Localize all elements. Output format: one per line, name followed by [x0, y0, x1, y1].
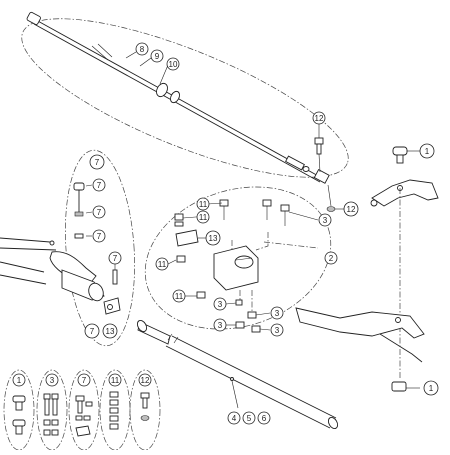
- callout-c-11-b: 11: [199, 213, 208, 222]
- legend-label-1: 1: [17, 376, 22, 385]
- callout-c-8: 8: [140, 45, 145, 54]
- handle-group-outline: [65, 149, 135, 347]
- callout-c-11-a: 11: [199, 200, 208, 209]
- rod-thread: [285, 155, 305, 171]
- mount-leaders: [167, 202, 319, 331]
- mount-block: [213, 232, 269, 291]
- mount-group-outline: [144, 186, 332, 330]
- knob-1-bottom: [391, 381, 420, 392]
- legend-label-12: 12: [141, 376, 150, 385]
- callout-c-7-f: 7: [90, 327, 95, 336]
- handle-parts: [73, 182, 121, 315]
- callout-c-12-top: 12: [315, 114, 324, 123]
- legend-label-3: 3: [50, 376, 55, 385]
- pin-12-top: [314, 124, 324, 173]
- hardware-legend: [3, 369, 161, 451]
- callout-c-5: 5: [247, 414, 252, 423]
- callout-c-9: 9: [155, 52, 160, 61]
- callout-c-3-a: 3: [323, 216, 328, 225]
- callout-c-13-a: 13: [209, 234, 218, 243]
- rod-clevis: [313, 169, 330, 184]
- callout-c-2: 2: [329, 254, 334, 263]
- upper-bracket: [371, 179, 439, 207]
- callout-c-3-e: 3: [275, 326, 280, 335]
- callout-c-7-d: 7: [97, 232, 102, 241]
- legend-label-7: 7: [82, 376, 87, 385]
- knob-1-top: [392, 146, 420, 164]
- callout-c-7-e: 7: [113, 254, 118, 263]
- main-shaft: [136, 319, 339, 430]
- callout-c-6: 6: [262, 414, 267, 423]
- mount-bolts: [174, 199, 290, 333]
- rod-collar: [156, 82, 168, 98]
- rod-end-cap: [26, 11, 41, 25]
- callout-c-7-c: 7: [97, 208, 102, 217]
- callout-c-11-d: 11: [175, 292, 184, 301]
- left-handle-bar: [0, 237, 105, 302]
- rod-leaders: [125, 51, 169, 85]
- callout-bubbles: 8 9 10 12 1 12 3 2 11 11 13 11 11 3 3 3 …: [84, 42, 439, 425]
- callout-c-4: 4: [232, 414, 237, 423]
- rod-washer: [170, 90, 180, 104]
- callout-c-10: 10: [169, 60, 178, 69]
- callout-c-1-top: 1: [425, 147, 430, 156]
- callout-c-12-mid: 12: [347, 205, 356, 214]
- callout-c-3-d: 3: [275, 309, 280, 318]
- callout-c-3-b: 3: [218, 300, 223, 309]
- callout-c-7-b: 7: [97, 181, 102, 190]
- pull-rod: [26, 11, 330, 184]
- callout-c-3-c: 3: [218, 321, 223, 330]
- callout-c-11-c: 11: [158, 260, 167, 269]
- washer-12-mid: [326, 184, 344, 212]
- legend-label-11: 11: [111, 376, 120, 385]
- lower-bracket: [295, 307, 425, 339]
- rod-nut: [302, 166, 310, 172]
- callout-c-13-b: 13: [106, 327, 115, 336]
- callout-c-7-a: 7: [95, 158, 100, 167]
- rod-group-outline: [21, 18, 349, 178]
- callout-c-1-bottom: 1: [429, 384, 434, 393]
- bracket-arm: [379, 333, 423, 363]
- legend-bubbles: 1 3 7 11 12: [12, 373, 152, 387]
